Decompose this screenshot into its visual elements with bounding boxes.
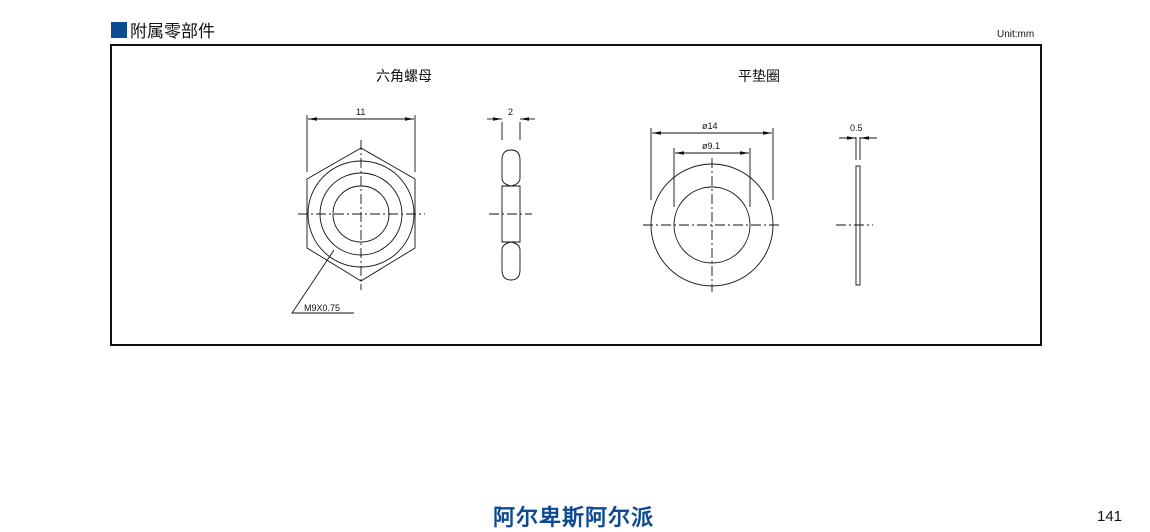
- unit-label: Unit:mm: [997, 29, 1035, 40]
- section-title: 附属零部件: [130, 22, 215, 42]
- hex-nut-front-view: [291, 115, 425, 314]
- washer-side-view: [836, 136, 877, 286]
- drawing-frame: [110, 44, 1042, 346]
- nut-width-dim: 11: [356, 107, 365, 117]
- hex-nut-title: 六角螺母: [376, 69, 432, 85]
- washer-inner-dim: ø9.1: [702, 141, 720, 151]
- washer-thickness-dim: 0.5: [850, 123, 863, 133]
- section-marker-icon: [111, 21, 127, 38]
- brand-footer: 阿尔卑斯阿尔派: [493, 506, 655, 531]
- section-header: 附属零部件: [111, 17, 215, 42]
- nut-thread-dim: M9X0.75: [304, 303, 340, 313]
- page-number: 141: [1097, 508, 1123, 525]
- washer-front-view: [643, 128, 782, 292]
- nut-thickness-dim: 2: [508, 107, 513, 117]
- hex-nut-side-view: [487, 117, 535, 281]
- washer-title: 平垫圈: [738, 69, 780, 85]
- washer-outer-dim: ø14: [702, 121, 718, 131]
